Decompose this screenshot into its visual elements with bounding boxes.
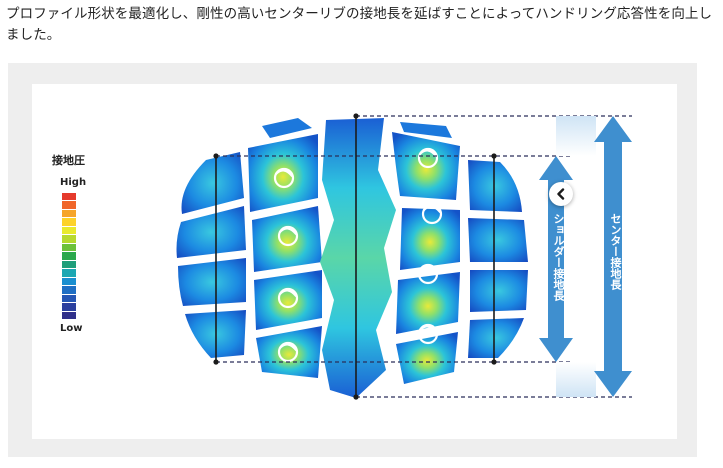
legend-swatch: [62, 277, 76, 286]
legend-swatch: [62, 303, 76, 311]
legend-swatch: [62, 260, 76, 269]
legend-swatch: [62, 294, 76, 303]
chevron-left-icon: [557, 188, 565, 200]
legend-swatch: [62, 243, 76, 252]
legend-swatch: [62, 193, 76, 201]
legend-low-label: Low: [60, 323, 83, 334]
left-shoulder-blocks: [176, 152, 246, 358]
legend-swatch: [62, 201, 76, 209]
left-middle-blocks: [248, 118, 322, 378]
right-middle-blocks: [392, 122, 460, 384]
intro-paragraph: プロファイル形状を最適化し、剛性の高いセンターリブの接地長を延ばすことによってハ…: [6, 6, 713, 43]
legend-swatch: [62, 311, 76, 320]
contact-length-guides: [216, 115, 632, 398]
legend-swatch: [62, 235, 76, 243]
center-rib: [320, 118, 396, 398]
center-length-arrow: [594, 116, 632, 397]
legend-title: 接地圧: [52, 154, 85, 167]
center-arrow-band-top: [556, 116, 596, 156]
legend-swatch: [62, 286, 76, 294]
right-shoulder-blocks: [468, 160, 528, 358]
legend-high-label: High: [60, 177, 87, 188]
legend-swatch: [62, 209, 76, 218]
shoulder-length-arrow: [539, 156, 573, 362]
legend-swatch: [62, 226, 76, 235]
previous-slide-button[interactable]: [549, 182, 573, 206]
shoulder-length-label: ショルダー接地長: [552, 213, 565, 301]
legend-swatch: [62, 218, 76, 226]
legend-swatch: [62, 269, 76, 277]
pressure-color-scale: [62, 193, 76, 320]
sipe-marks: [273, 147, 443, 363]
measurement-lines: [215, 116, 495, 397]
center-length-label: センター接地長: [609, 213, 622, 290]
center-arrow-band-bottom: [556, 362, 596, 397]
legend-swatch: [62, 252, 76, 260]
